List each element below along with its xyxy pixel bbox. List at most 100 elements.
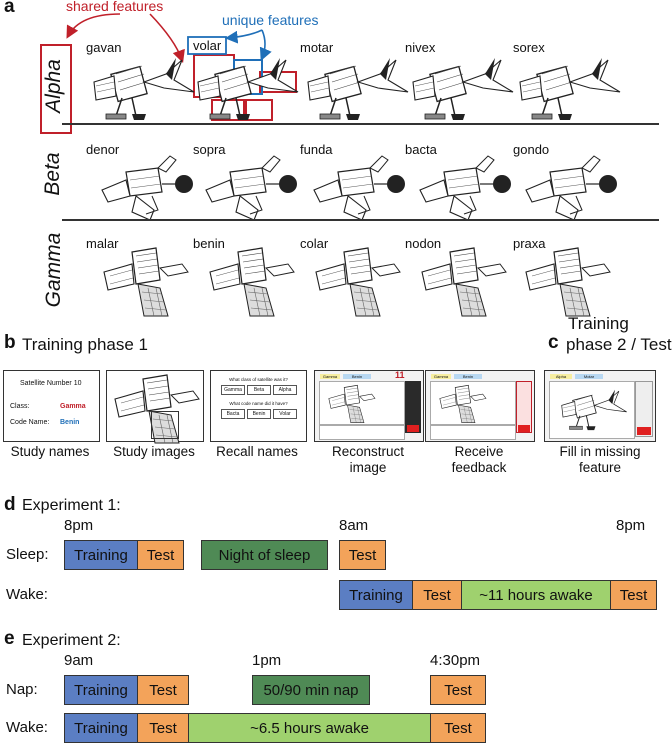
panel-d-letter: d xyxy=(4,494,16,515)
panel-d-title: Experiment 1: xyxy=(22,497,121,514)
shared-features-label: shared features xyxy=(66,0,164,14)
sat-name: nodon xyxy=(405,236,442,251)
panel-c-title-2: phase 2 / Test xyxy=(566,335,672,354)
class-option-button[interactable]: Alpha xyxy=(273,385,297,395)
panel-a-letter: a xyxy=(4,0,15,17)
caption-recall-names: Recall names xyxy=(216,444,298,459)
training-bar: Training xyxy=(339,580,413,610)
test-bar: Test xyxy=(339,540,386,570)
sat-name: gavan xyxy=(86,40,122,55)
fill-feature-screen: Alpha Motar xyxy=(544,370,656,442)
satellite-image xyxy=(197,57,299,121)
canvas[interactable] xyxy=(430,381,516,425)
training-bar: Training xyxy=(64,675,138,705)
satellite-image xyxy=(421,247,507,317)
sat-name: sopra xyxy=(193,142,226,157)
canvas[interactable] xyxy=(319,381,405,425)
class-divider xyxy=(62,123,659,125)
sleep-bar: Night of sleep xyxy=(201,540,328,570)
satellite-image xyxy=(307,57,409,121)
test-bar: Test xyxy=(412,580,462,610)
tab-class: Alpha xyxy=(550,374,572,379)
row-label-wake: Wake: xyxy=(6,719,48,736)
recall-names-screen: What class of satellite was it? Gamma Be… xyxy=(210,370,307,442)
class-label-beta: Beta xyxy=(41,152,64,196)
tab-name: Benin xyxy=(343,374,371,379)
satellite-image xyxy=(101,155,194,221)
class-option-button[interactable]: Beta xyxy=(247,385,271,395)
sat-name: motar xyxy=(300,40,334,55)
time-label: 8pm xyxy=(616,517,646,534)
panel-b-letter: b xyxy=(4,332,16,353)
nap-bar: 50/90 min nap xyxy=(252,675,370,705)
class-label-alpha: Alpha xyxy=(42,59,65,113)
feedback-parts-column[interactable] xyxy=(516,381,532,433)
test-bar: Test xyxy=(137,713,189,743)
satellite-image xyxy=(525,247,611,317)
code-label: Code Name: xyxy=(10,419,50,426)
red-part-button[interactable] xyxy=(407,425,419,432)
satellite-image xyxy=(103,247,189,317)
tab-class: Gamma xyxy=(320,374,340,379)
test-bar: Test xyxy=(610,580,657,610)
study-images-screen xyxy=(106,370,204,444)
sat-name: sorex xyxy=(513,40,545,55)
code-value: Benin xyxy=(60,419,80,426)
panel-c-title-1: Training xyxy=(568,314,629,333)
caption-fill-feature: Fill in missing feature xyxy=(559,444,641,475)
satellite-image xyxy=(419,155,512,221)
recall-question-class: What class of satellite was it? xyxy=(229,377,288,382)
awake-bar: ~11 hours awake xyxy=(461,580,611,610)
training-bar: Training xyxy=(64,713,138,743)
satellite-image xyxy=(412,57,514,121)
canvas[interactable] xyxy=(549,381,635,439)
trial-counter: 11 xyxy=(395,370,405,380)
panel-c-letter: c xyxy=(548,332,559,353)
satellite-image xyxy=(315,247,401,317)
sat-name: gondo xyxy=(513,142,550,157)
caption-study-names: Study names xyxy=(10,444,90,459)
class-label: Class: xyxy=(10,403,30,410)
name-option-button[interactable]: Bacta xyxy=(221,409,245,419)
study-names-screen: Satellite Number 10 Class: Gamma Code Na… xyxy=(3,370,100,442)
sat-name: bacta xyxy=(405,142,437,157)
class-value: Gamma xyxy=(60,403,86,410)
name-option-button[interactable]: Volar xyxy=(273,409,297,419)
parts-strip[interactable] xyxy=(430,425,516,440)
sat-name: malar xyxy=(86,236,119,251)
row-label-sleep: Sleep: xyxy=(6,546,49,563)
reconstruct-screen: Gamma Benin 11 xyxy=(314,370,424,442)
name-option-button[interactable]: Benin xyxy=(247,409,271,419)
parts-strip[interactable] xyxy=(319,425,405,440)
parts-column[interactable] xyxy=(405,381,421,433)
panel-e-letter: e xyxy=(4,628,15,649)
highlight-box xyxy=(151,411,179,439)
sat-name: volar xyxy=(193,38,222,53)
training-bar: Training xyxy=(64,540,138,570)
row-label-wake: Wake: xyxy=(6,586,48,603)
awake-bar: ~6.5 hours awake xyxy=(188,713,431,743)
test-bar: Test xyxy=(430,675,486,705)
satellite-image xyxy=(328,384,376,424)
sat-name: funda xyxy=(300,142,333,157)
unique-features-label: unique features xyxy=(222,12,319,28)
alpha-class-box xyxy=(40,44,72,134)
sat-name: benin xyxy=(193,236,225,251)
sat-name: praxa xyxy=(513,236,546,251)
satellite-image xyxy=(561,389,628,431)
satellite-image xyxy=(313,155,406,221)
class-divider xyxy=(62,219,659,221)
red-part-button[interactable] xyxy=(637,427,651,435)
tab-name: Motar xyxy=(575,374,603,379)
sat-name: nivex xyxy=(405,40,436,55)
red-part-button[interactable] xyxy=(518,425,530,432)
test-bar: Test xyxy=(137,675,189,705)
satellite-image xyxy=(205,155,298,221)
sat-name: denor xyxy=(86,142,120,157)
satellite-image xyxy=(93,57,195,121)
class-option-button[interactable]: Gamma xyxy=(221,385,245,395)
panel-e-title: Experiment 2: xyxy=(22,632,121,649)
tab-class: Gamma xyxy=(431,374,451,379)
time-label: 4:30pm xyxy=(430,652,481,669)
parts-column[interactable] xyxy=(635,381,653,437)
